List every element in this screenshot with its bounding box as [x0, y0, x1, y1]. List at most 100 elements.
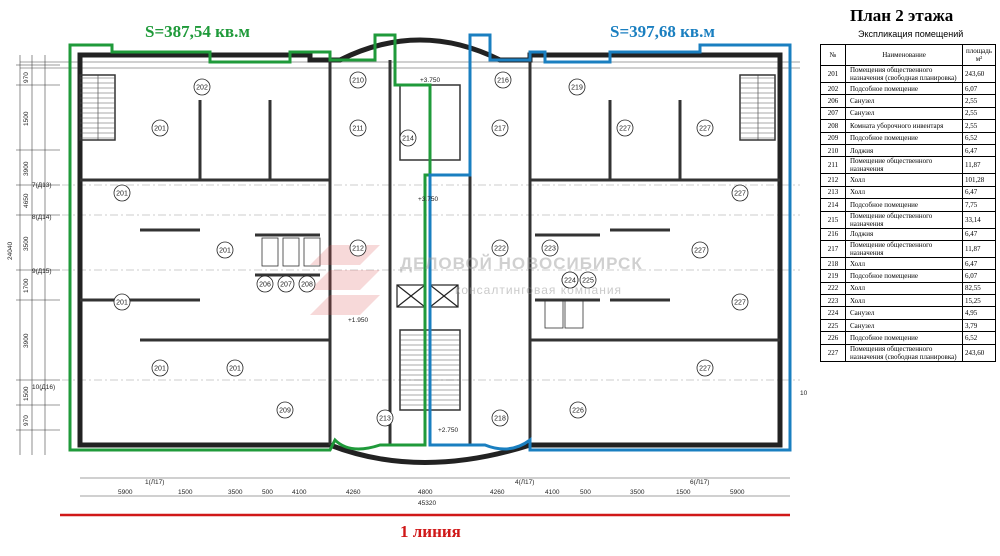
row-area: 6,07: [962, 81, 996, 96]
top-dimension-lines: [20, 61, 800, 69]
room-number: 201: [116, 191, 128, 198]
room-label: 227: [731, 293, 749, 311]
room-circle: [151, 119, 169, 137]
room-number: 206: [259, 282, 271, 289]
row-area: 6,07: [962, 269, 996, 283]
room-label: 213: [376, 409, 394, 427]
axis-label: 10(Д16): [32, 384, 55, 391]
dim-value: 1700: [23, 278, 30, 293]
row-area: 2,55: [962, 94, 996, 108]
room-circle: [276, 401, 294, 419]
room-label: 227: [691, 241, 709, 259]
room-label: 211: [349, 119, 367, 137]
row-area: 6,47: [962, 143, 996, 158]
row-name: Холл: [845, 294, 963, 308]
room-label: 202: [193, 78, 211, 96]
dim-value: 5900: [118, 489, 133, 496]
room-number: 227: [699, 126, 711, 133]
dim-value: 4800: [418, 489, 433, 496]
row-number: 226: [820, 331, 846, 345]
row-name: Подсобное помещение: [845, 331, 963, 345]
room-circle: [151, 359, 169, 377]
room-circle: [113, 293, 131, 311]
row-name: Холл: [845, 281, 963, 296]
row-number: 214: [820, 198, 846, 212]
room-number: 219: [571, 85, 583, 92]
dim-value: 1500: [23, 111, 30, 126]
room-label: 218: [491, 409, 509, 427]
room-label: 201: [113, 293, 131, 311]
room-circle: [696, 119, 714, 137]
dim-value: 3500: [228, 489, 243, 496]
row-name: Санузел: [845, 94, 963, 108]
row-number: 209: [820, 131, 846, 145]
room-label: 227: [616, 119, 634, 137]
row-number: 222: [820, 281, 846, 296]
room-number: 207: [280, 282, 292, 289]
axis-label: 4(Л17): [515, 479, 534, 486]
room-number: 212: [352, 246, 364, 253]
room-number: 214: [402, 136, 414, 143]
row-name: Лоджия: [845, 143, 963, 158]
row-name: Помещение общественного назначения: [845, 156, 963, 175]
room-number: 227: [734, 191, 746, 198]
right-area-outline: [428, 33, 792, 452]
row-name: Санузел: [845, 318, 963, 333]
room-label: 208: [298, 275, 316, 293]
room-circle: [568, 78, 586, 96]
dim-value: 1500: [178, 489, 193, 496]
left-area-label: S=387,54 кв.м: [145, 22, 250, 41]
row-area: 6,47: [962, 256, 996, 271]
room-number: 201: [229, 366, 241, 373]
first-line-label: 1 линия: [400, 522, 461, 541]
room-number: 223: [544, 246, 556, 253]
row-name: Подсобное помещение: [845, 269, 963, 283]
row-name: Помещения общественного назначения (своб…: [845, 343, 963, 362]
row-area: 11,87: [962, 239, 996, 258]
row-number: 207: [820, 106, 846, 121]
dim-value: 4260: [490, 489, 505, 496]
room-number: 222: [494, 246, 506, 253]
room-label: 201: [151, 359, 169, 377]
room-number: 209: [279, 408, 291, 415]
row-number: 225: [820, 318, 846, 333]
left-dimension-lines: [19, 55, 46, 455]
row-number: 218: [820, 256, 846, 271]
room-circle: [569, 401, 587, 419]
row-area: 15,25: [962, 294, 996, 308]
room-circle: [616, 119, 634, 137]
room-circle: [298, 275, 316, 293]
row-area: 4,95: [962, 306, 996, 320]
row-area: 243,60: [962, 343, 996, 362]
axis-label: 8(Д14): [32, 214, 52, 221]
room-number: 210: [352, 78, 364, 85]
row-number: 210: [820, 143, 846, 158]
watermark-logo: [310, 245, 380, 315]
dim-value: 4650: [23, 193, 30, 208]
room-circle: [541, 239, 559, 257]
row-number: 201: [820, 65, 846, 83]
room-circle: [491, 409, 509, 427]
room-number: 216: [497, 78, 509, 85]
room-number: 202: [196, 85, 208, 92]
room-circle: [349, 239, 367, 257]
row-area: 6,52: [962, 331, 996, 345]
room-label: 201: [226, 359, 244, 377]
room-circle: [226, 359, 244, 377]
row-area: 7,75: [962, 198, 996, 212]
room-number: 227: [694, 248, 706, 255]
room-circle: [494, 71, 512, 89]
header-number: №: [820, 44, 846, 66]
